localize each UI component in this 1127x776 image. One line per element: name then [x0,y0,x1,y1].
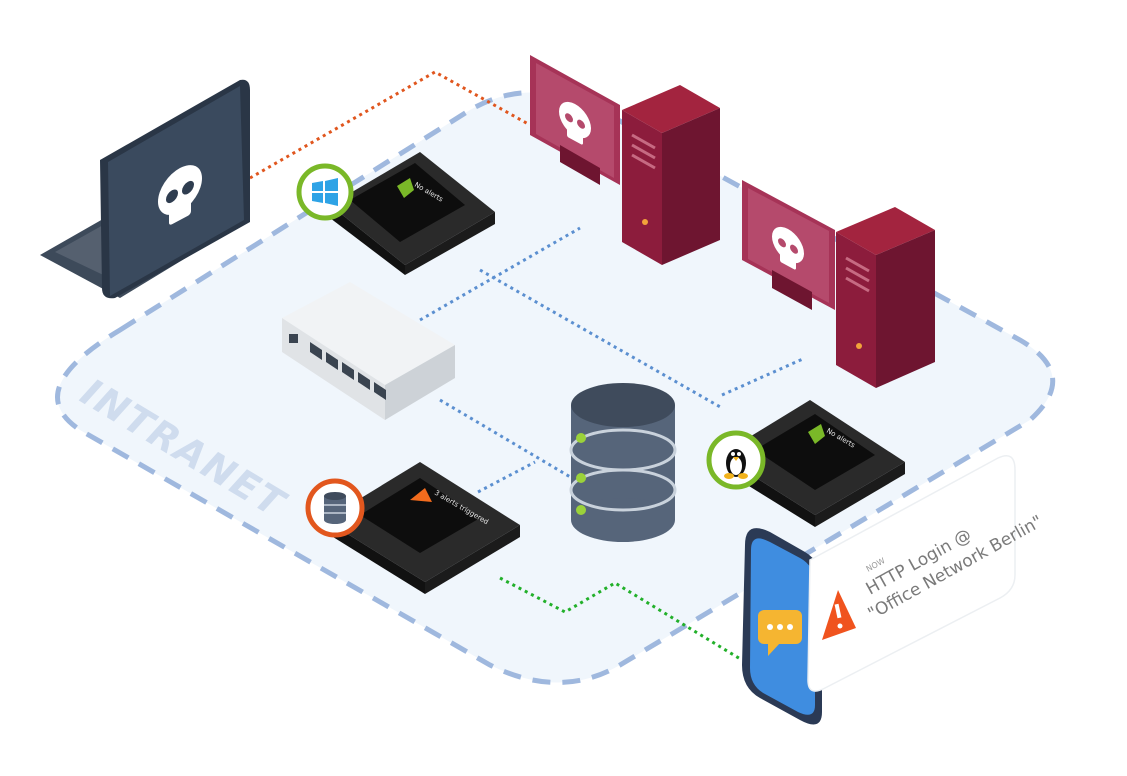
skull-icon [559,101,591,145]
database-icon [324,492,346,524]
network-switch [282,282,455,420]
shield-check-icon [808,424,825,444]
link-switch-db [439,398,573,480]
skull-icon [158,165,202,225]
database-sensor-device: 3 alerts triggered [305,462,520,594]
network-links [419,226,806,494]
mobile-phone [742,528,822,725]
warning-icon [410,488,432,502]
attacker-server-1 [622,85,720,265]
linux-sensor-device: No alerts [706,400,905,527]
attacker-server-2 [836,207,935,388]
linux-tux-icon [724,449,748,479]
skull-icon [772,226,804,270]
alert-path-line [499,576,743,662]
link-linux-server [721,356,806,397]
power-button-icon [289,334,298,343]
windows-logo-icon [312,178,338,206]
attacker-monitor-1 [530,55,620,185]
link-windows-linux [479,268,723,410]
chat-bubble-icon [758,610,802,656]
shield-check-icon [397,178,414,198]
attacker-laptop [40,79,250,299]
link-switch-server [419,226,581,322]
database-server [569,383,677,542]
windows-sensor-device: No alerts [296,152,495,275]
attack-path-line [249,70,531,180]
attacker-monitor-2 [742,180,835,310]
